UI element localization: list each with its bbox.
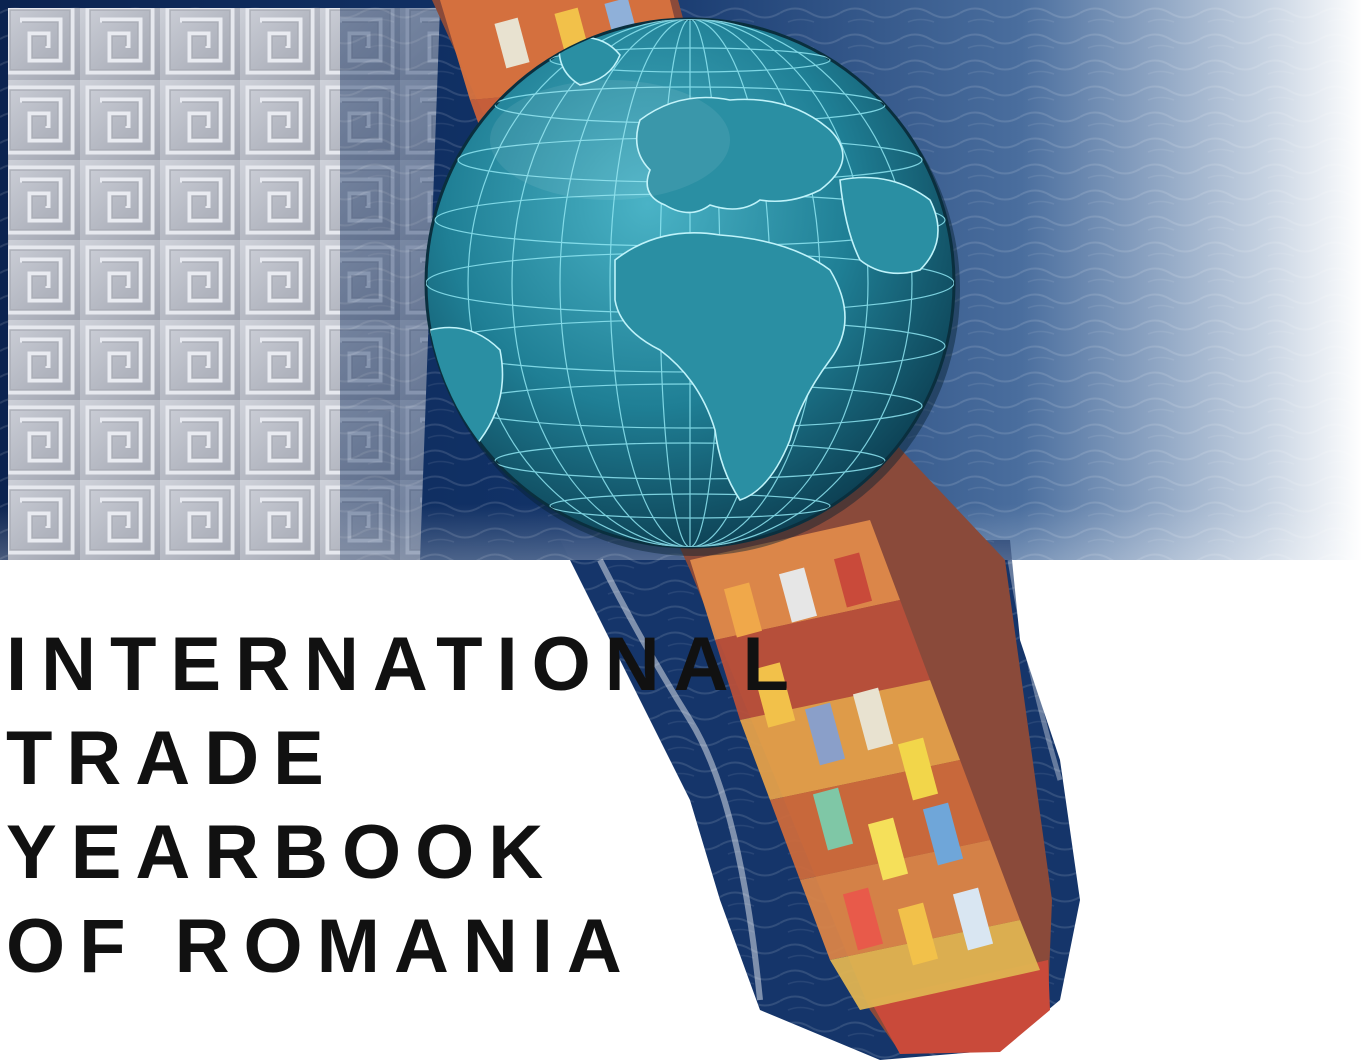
globe-icon	[424, 17, 960, 556]
cover-title: INTERNATIONAL TRADE YEARBOOK OF ROMANIA	[6, 618, 803, 994]
title-line-trade: TRADE	[6, 716, 338, 801]
title-line-yearbook: YEARBOOK	[6, 810, 558, 895]
greek-key-pattern	[8, 8, 440, 560]
title-line-international: INTERNATIONAL	[6, 622, 803, 707]
title-line-of-romania: OF ROMANIA	[6, 904, 636, 989]
